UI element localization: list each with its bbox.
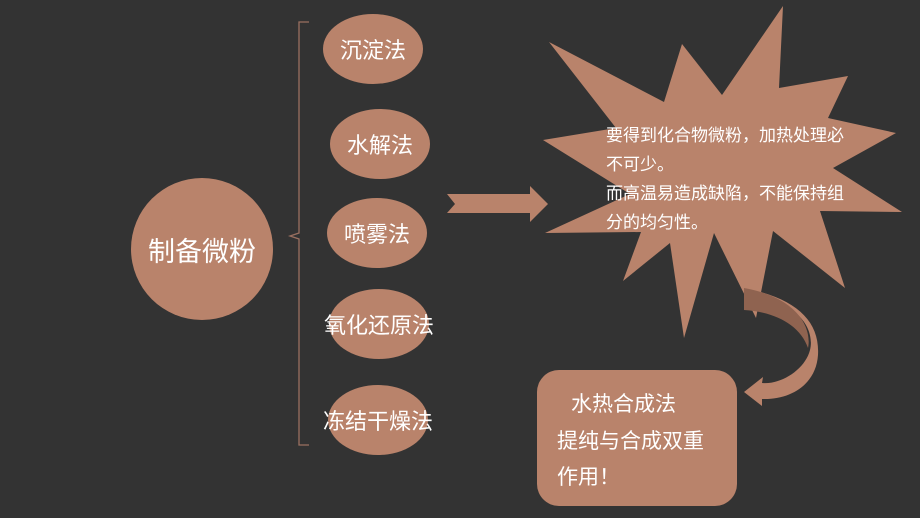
method-node-hydrolysis: 水解法	[330, 109, 430, 179]
curved-arrow-icon	[744, 288, 819, 406]
burst-line: 不可少。	[606, 155, 674, 175]
method-label: 冻结干燥法	[323, 410, 434, 435]
method-node-precipitation: 沉淀法	[323, 14, 423, 84]
burst-text: 要得到化合物微粉，加热处理必 不可少。 而高温易造成缺陷，不能保持组 分的均匀性…	[606, 122, 886, 238]
burst-line: 而高温易造成缺陷，不能保持组	[606, 184, 844, 204]
root-node: 制备微粉	[131, 178, 273, 320]
method-label: 水解法	[346, 134, 413, 159]
burst-line: 要得到化合物微粉，加热处理必	[606, 126, 844, 146]
method-node-freeze-drying: 冻结干燥法	[323, 385, 433, 455]
method-label: 喷雾法	[343, 223, 410, 248]
method-label: 沉淀法	[339, 39, 406, 64]
right-arrow-icon	[447, 186, 548, 222]
method-node-spray: 喷雾法	[327, 198, 427, 268]
burst-line: 分的均匀性。	[606, 213, 708, 233]
method-node-redox: 氧化还原法	[324, 289, 434, 359]
result-line: 水热合成法	[571, 392, 676, 416]
method-label: 氧化还原法	[324, 314, 435, 339]
explosion-burst-shape	[543, 6, 902, 338]
result-line: 作用！	[557, 465, 620, 489]
bracket-brace	[287, 21, 309, 446]
root-label: 制备微粉	[148, 236, 256, 268]
result-box: 水热合成法 提纯与合成双重 作用！	[537, 370, 737, 506]
result-line: 提纯与合成双重	[557, 429, 704, 453]
